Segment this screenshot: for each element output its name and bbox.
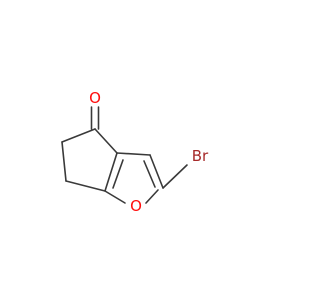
bond-c2-br [162, 164, 188, 189]
bond-c2-c3-a [149, 154, 164, 189]
bond-c4-c5 [61, 128, 96, 143]
bond-c6-c6a [65, 180, 106, 192]
atom-label-o-carbonyl: O [89, 89, 101, 107]
atom-label-o-ring: O [130, 197, 142, 215]
bond-c5-c6 [61, 141, 67, 182]
structure-canvas: O O Br [61, 89, 209, 215]
bond-c6a-o-ring [104, 190, 126, 204]
atom-label-br: Br [192, 147, 209, 165]
bond-o-ring-c2 [145, 189, 159, 204]
bond-c3a-c6a-a [104, 152, 118, 192]
bond-c3a-c6a-b [112, 159, 124, 189]
bond-c4-c3a [94, 128, 118, 154]
bond-c2-c3-b [143, 160, 156, 188]
molecule-structure: O O Br [61, 89, 209, 215]
bond-c3a-c3 [116, 152, 151, 156]
